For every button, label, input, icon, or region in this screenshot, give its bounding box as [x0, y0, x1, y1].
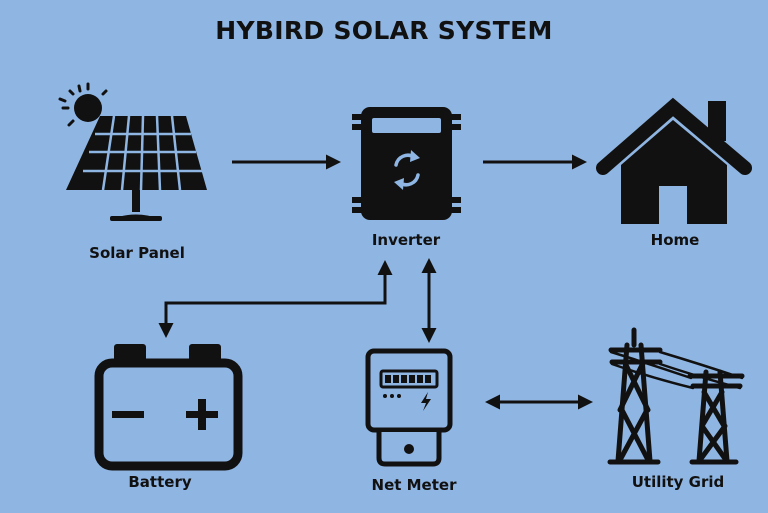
net-meter-label: Net Meter: [371, 476, 457, 494]
arrow-inverter-to-battery: [158, 260, 393, 338]
electric-meter-icon: [365, 348, 453, 467]
connection-arrows: [158, 154, 593, 410]
inverter-label: Inverter: [371, 231, 441, 249]
solar-panel-label: Solar Panel: [89, 244, 185, 262]
home-label: Home: [650, 231, 700, 249]
solar-panel-icon: [58, 82, 207, 221]
house-icon: [596, 97, 752, 224]
inverter-icon: [352, 107, 461, 220]
battery-icon: [94, 344, 243, 471]
diagram-title: HYBIRD SOLAR SYSTEM: [215, 16, 553, 45]
sun-icon: [58, 82, 108, 127]
utility-grid-label: Utility Grid: [631, 473, 725, 491]
battery-label: Battery: [128, 473, 192, 491]
power-pylon-icon: [607, 327, 745, 465]
